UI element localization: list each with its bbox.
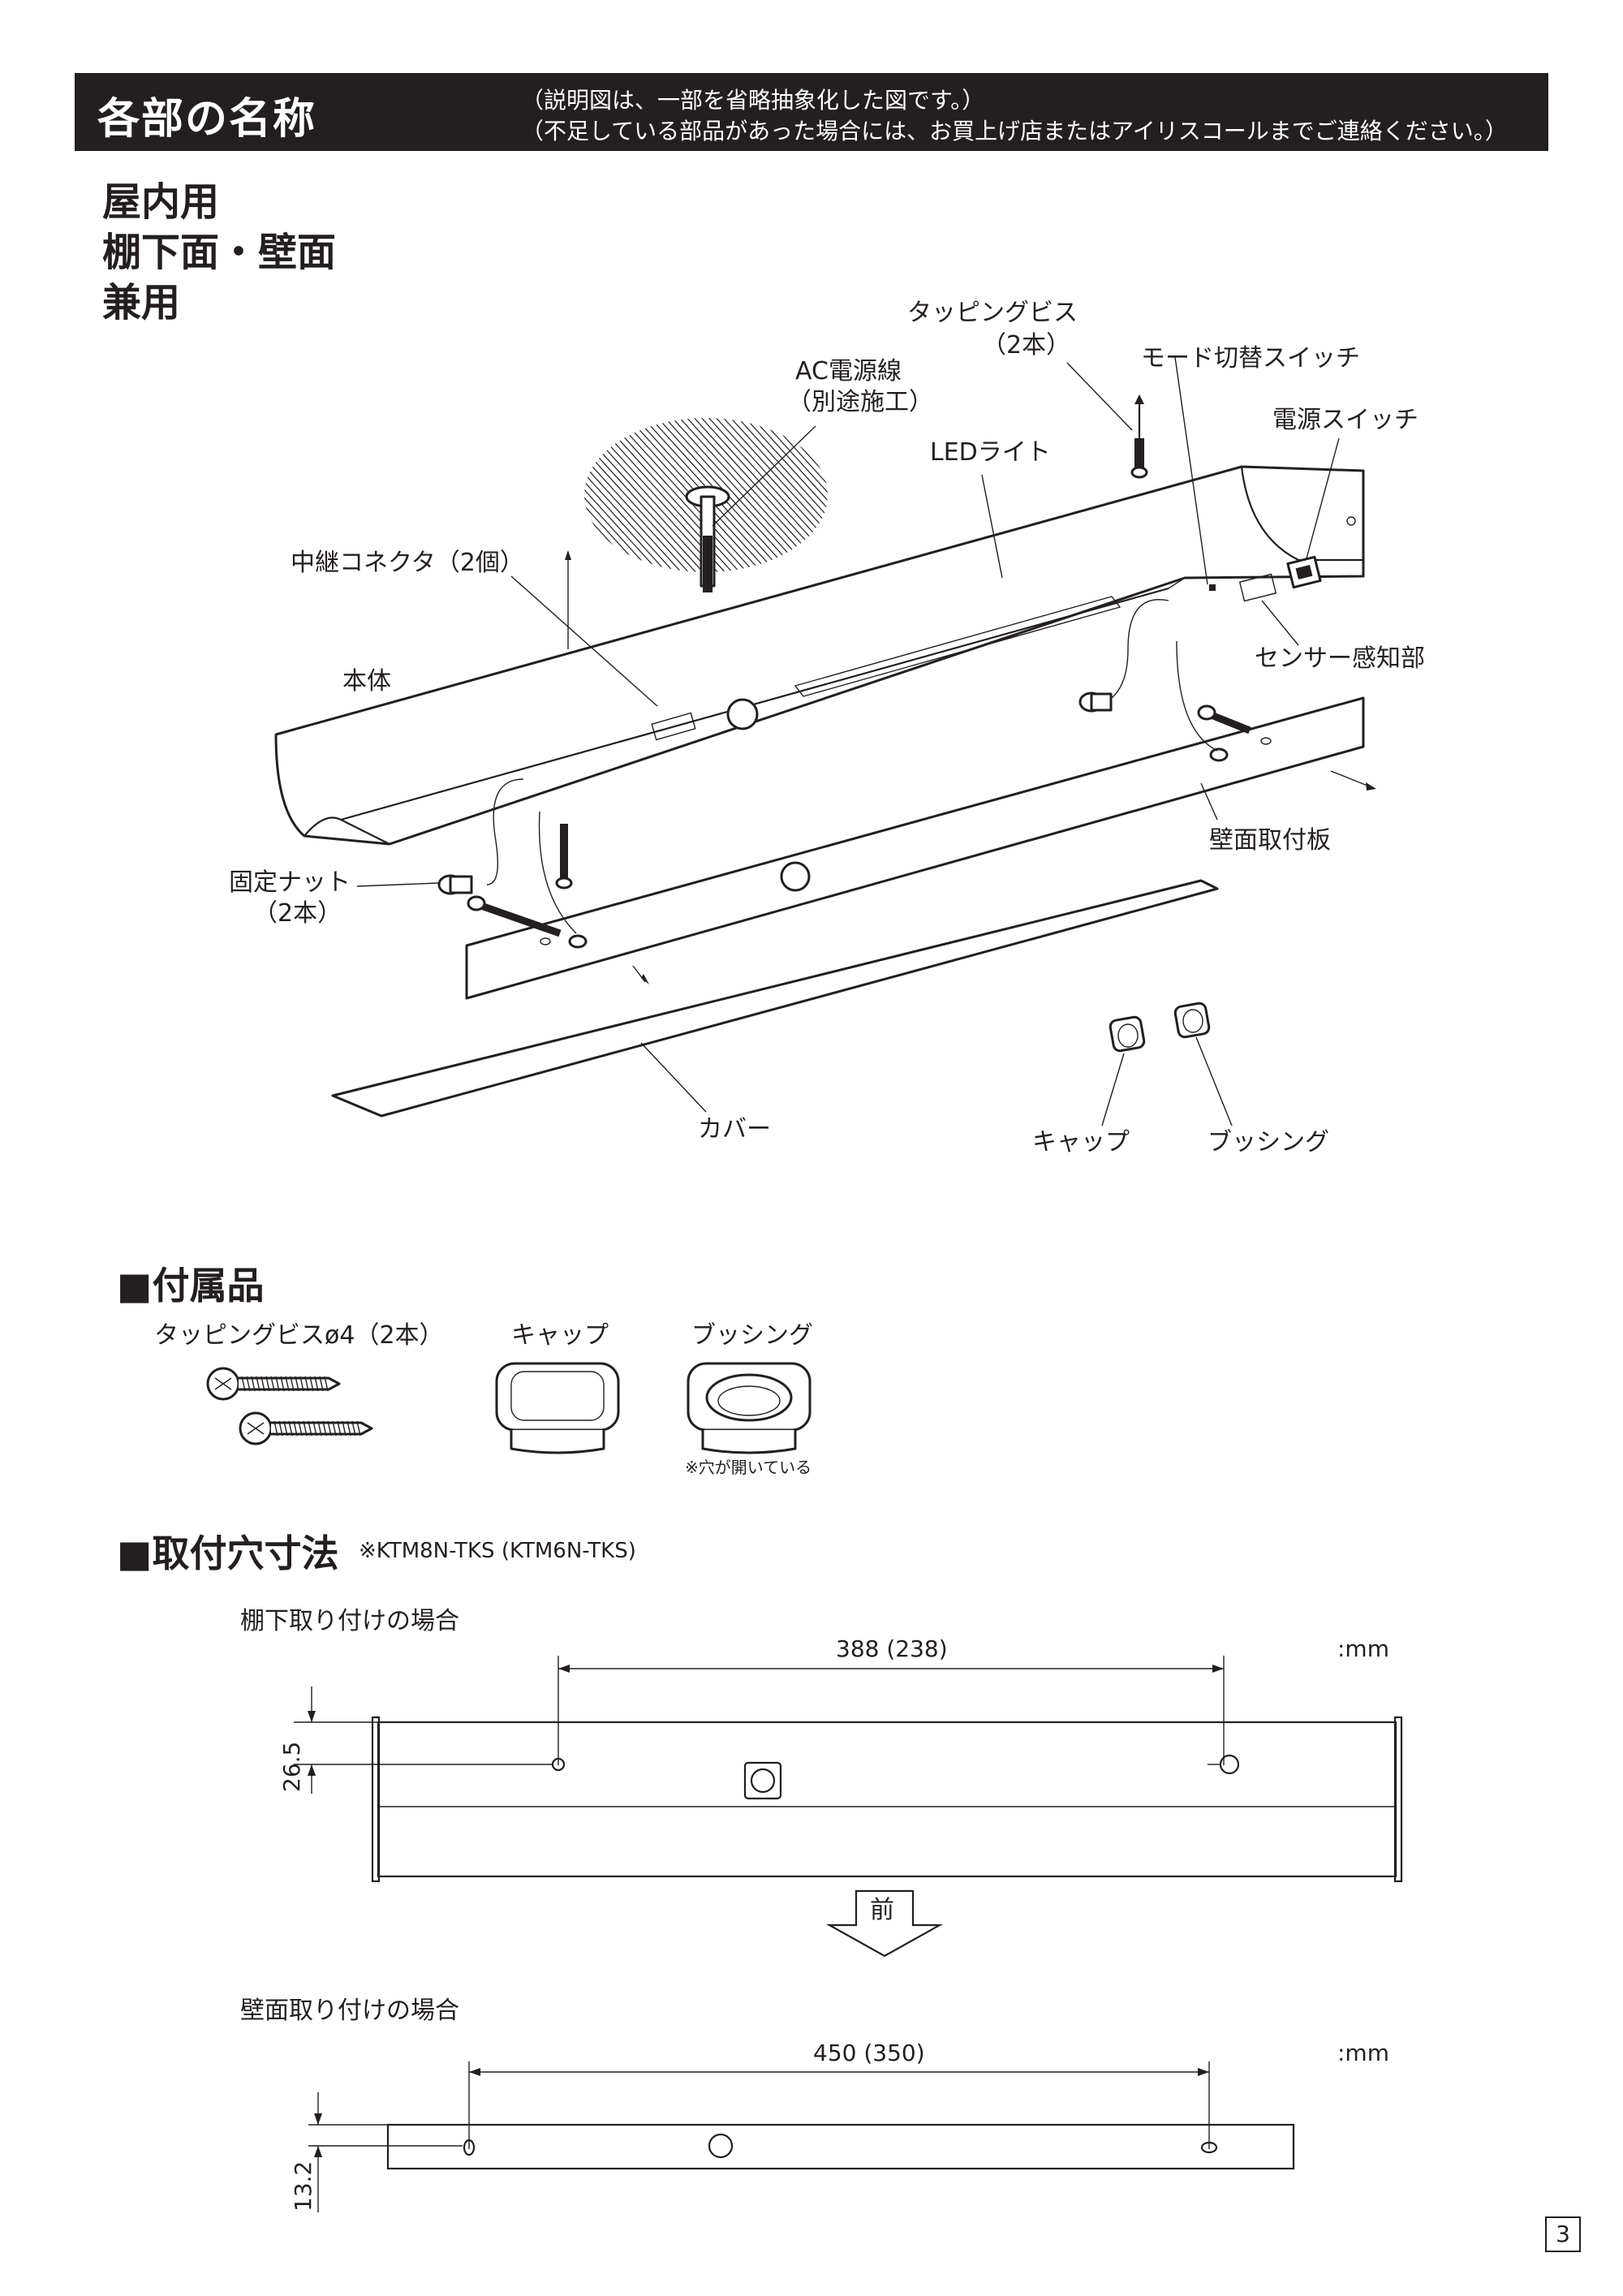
accessory-bushing-label: ブッシング (691, 1321, 813, 1350)
label-led-light: LEDライト (930, 438, 1051, 467)
wall-unit: :mm (1337, 2040, 1389, 2066)
label-relay-connector: 中継コネクタ（2個） (291, 549, 524, 577)
accessory-cap-label: キャップ (511, 1321, 609, 1350)
shelf-unit: :mm (1337, 1635, 1389, 1662)
main-body (274, 465, 1365, 846)
header-note-1: （説明図は、一部を省略抽象化した図です。） (521, 87, 985, 114)
dimension-drawings (294, 1656, 1403, 2212)
accessory-illustrations (206, 1362, 812, 1454)
dimensions-title: ■取付穴寸法 (117, 1531, 339, 1575)
front-label: 前 (870, 1896, 894, 1924)
tapping-screw-top (1130, 394, 1148, 479)
accessories-title: ■付属品 (117, 1264, 265, 1307)
label-cover: カバー (698, 1115, 771, 1144)
front-arrow-icon (825, 1889, 944, 1958)
section-title: 各部の名称 (97, 95, 317, 144)
wall-mount-title: 壁面取り付けの場合 (240, 1997, 459, 2025)
wall-dimension-drawing (308, 2061, 1295, 2212)
section-header: 各部の名称 （説明図は、一部を省略抽象化した図です。） （不足している部品があっ… (75, 73, 1548, 151)
shelf-mount-title: 棚下取り付けの場合 (240, 1607, 459, 1635)
page-number: 3 (1545, 2216, 1581, 2252)
label-power-switch: 電源スイッチ (1272, 406, 1419, 434)
label-sensor: センサー感知部 (1255, 644, 1425, 673)
label-body: 本体 (342, 667, 391, 696)
wall-width-label: 450 (350) (813, 2040, 925, 2066)
label-mode-switch: モード切替スイッチ (1141, 344, 1360, 373)
accessory-bushing-note: ※穴が開いている (685, 1458, 812, 1477)
usage-title: 屋内用 棚下面・壁面 兼用 (102, 177, 336, 328)
label-ac-line: AC電源線 (795, 357, 902, 386)
screw-icon (206, 1367, 341, 1401)
usage-line-3: 兼用 (102, 280, 181, 325)
usage-line-1: 屋内用 (102, 179, 220, 225)
ac-power-line (685, 485, 730, 592)
header-note-2: （不足している部品があった場合には、お買上げ店またはアイリスコールまでご連絡くだ… (521, 118, 1508, 144)
label-fixing-nut-qty: （2本） (253, 899, 342, 928)
cap-bushing-exploded (1109, 1002, 1211, 1053)
usage-line-2: 棚下面・壁面 (102, 230, 337, 275)
cover (331, 879, 1219, 1118)
leader-lines (356, 356, 1340, 1126)
bushing-icon (687, 1362, 812, 1454)
cap-icon (495, 1362, 620, 1454)
label-ac-line-note: （別途施工） (787, 388, 933, 416)
label-fixing-nut: 固定ナット (229, 868, 351, 897)
label-cap: キャップ (1032, 1128, 1130, 1157)
dimensions-model-note: ※KTM8N-TKS (KTM6N-TKS) (359, 1539, 636, 1563)
label-tapping-screw-qty: （2本） (982, 331, 1071, 360)
accessory-screw-label: タッピングビスø4（2本） (154, 1321, 444, 1350)
screw-icon (239, 1411, 373, 1445)
label-bushing: ブッシング (1208, 1128, 1329, 1157)
label-tapping-screw: タッピングビス (907, 299, 1078, 327)
hardware-parts (437, 599, 1251, 949)
direction-arrows (565, 550, 1376, 984)
shelf-dimension-drawing (294, 1656, 1403, 1883)
shelf-width-label: 388 (238) (836, 1635, 948, 1662)
label-wall-plate: 壁面取付板 (1209, 826, 1331, 855)
exploded-diagram (274, 356, 1376, 1126)
wall-plate (465, 696, 1365, 1000)
